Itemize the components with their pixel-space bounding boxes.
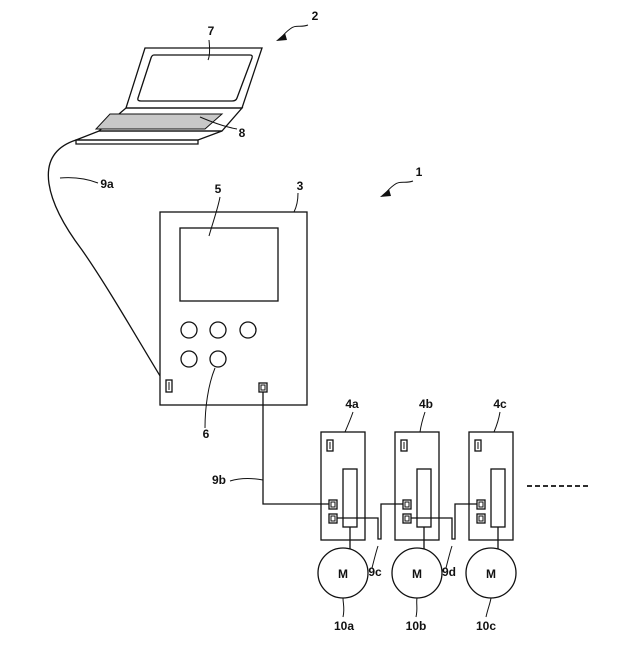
leader-10b xyxy=(416,598,417,617)
motor-10c: M xyxy=(466,548,516,598)
leader-3 xyxy=(294,193,298,212)
laptop xyxy=(76,48,262,144)
controller xyxy=(160,212,307,405)
label-10b: 10b xyxy=(406,619,427,633)
label-4a: 4a xyxy=(345,397,359,411)
label-4c: 4c xyxy=(493,397,507,411)
leader-4a xyxy=(345,412,353,432)
label-1: 1 xyxy=(416,165,423,179)
label-9c: 9c xyxy=(368,565,382,579)
label-9b: 9b xyxy=(212,473,226,487)
label-5: 5 xyxy=(215,182,222,196)
label-10c: 10c xyxy=(476,619,496,633)
leader-10c xyxy=(486,598,491,617)
label-2: 2 xyxy=(312,9,319,23)
label-9a: 9a xyxy=(100,177,114,191)
label-10a: 10a xyxy=(334,619,354,633)
controller-housing xyxy=(160,212,307,405)
motor-letter: M xyxy=(486,567,496,581)
leader-4b xyxy=(420,412,425,432)
laptop-base-top xyxy=(76,131,222,140)
label-3: 3 xyxy=(297,179,304,193)
leader-10a xyxy=(343,598,344,617)
laptop-lid xyxy=(126,48,262,108)
laptop-screen xyxy=(138,55,252,101)
motor-10b: M xyxy=(392,548,442,598)
label-4b: 4b xyxy=(419,397,433,411)
leader-9a xyxy=(60,178,98,183)
drive-4c xyxy=(469,432,513,540)
motor-10a: M xyxy=(318,548,368,598)
leader-7 xyxy=(208,40,210,60)
laptop-base-edge xyxy=(76,140,198,144)
arrow-1 xyxy=(386,181,413,193)
motor-letter: M xyxy=(412,567,422,581)
arrow-2 xyxy=(282,25,308,37)
drive-4a xyxy=(321,432,365,540)
label-8: 8 xyxy=(239,126,246,140)
laptop-keyboard xyxy=(96,114,222,129)
motor-letter: M xyxy=(338,567,348,581)
label-7: 7 xyxy=(208,24,215,38)
leader-4c xyxy=(494,412,500,432)
label-9d: 9d xyxy=(442,565,456,579)
label-6: 6 xyxy=(203,427,210,441)
cable-9b xyxy=(263,392,329,504)
drive-4b xyxy=(395,432,439,540)
leader-9b xyxy=(230,479,263,481)
